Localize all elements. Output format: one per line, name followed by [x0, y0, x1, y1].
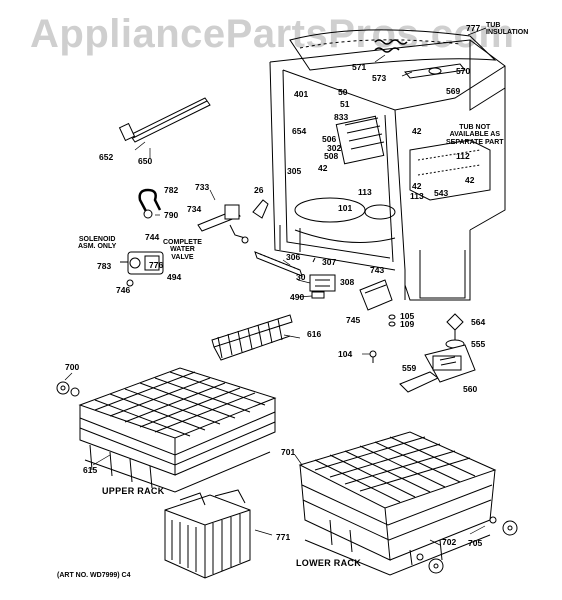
- art-number: (ART NO. WD7999) C4: [57, 572, 131, 579]
- part-label: 112: [456, 151, 470, 161]
- part-label: 506: [322, 134, 337, 144]
- part-label: 745: [346, 315, 361, 325]
- rack-rail: [120, 98, 210, 142]
- drain-pump-parts: [310, 275, 335, 298]
- part-label: 743: [370, 265, 385, 275]
- part-label: 51: [340, 99, 350, 109]
- part-label: 571: [352, 62, 367, 72]
- part-label: 494: [167, 272, 182, 282]
- float-assembly: [446, 314, 464, 348]
- part-label: 105: [400, 311, 415, 321]
- part-label: 790: [164, 210, 179, 220]
- part-label: 30: [296, 272, 306, 282]
- label-upper-rack: UPPER RACK: [102, 486, 165, 496]
- part-label: 700: [65, 362, 80, 372]
- rack-stop-part: [253, 200, 268, 218]
- upper-rack: [80, 368, 275, 492]
- part-label: 508: [324, 151, 339, 161]
- fill-hose: [140, 190, 160, 218]
- part-label: 833: [334, 112, 349, 122]
- part-label: 42: [465, 175, 475, 185]
- note-tub-insulation: TUB INSULATION: [486, 22, 529, 37]
- part-label: 615: [83, 465, 98, 475]
- part-label: 746: [116, 285, 131, 295]
- screw-104: [370, 351, 376, 363]
- part-label: 559: [402, 363, 417, 373]
- part-label: 701: [281, 447, 296, 457]
- float-switch-bracket: [198, 205, 248, 243]
- part-label: 113: [358, 187, 372, 197]
- part-label: 307: [322, 257, 337, 267]
- washer-105: [389, 315, 395, 319]
- part-label: 306: [286, 252, 301, 262]
- motor-and-bracket: [400, 345, 475, 392]
- part-label: 734: [187, 204, 202, 214]
- leader-lines: [65, 28, 486, 545]
- water-valve: [120, 252, 163, 286]
- part-label: 109: [400, 319, 415, 329]
- part-label: 555: [471, 339, 486, 349]
- part-label: 26: [254, 185, 264, 195]
- part-label: 782: [164, 185, 179, 195]
- part-label: 42: [412, 126, 422, 136]
- part-label: 733: [195, 182, 210, 192]
- part-label: 42: [412, 181, 422, 191]
- part-label: 570: [456, 66, 471, 76]
- note-water-valve: COMPLETE WATER VALVE: [163, 239, 202, 261]
- part-label: 654: [292, 126, 307, 136]
- lower-rail: [255, 252, 315, 276]
- part-label: 113: [410, 191, 424, 201]
- part-label: 702: [442, 537, 457, 547]
- part-label: 308: [340, 277, 355, 287]
- part-label: 101: [338, 203, 353, 213]
- part-label: 777: [466, 23, 481, 33]
- silverware-basket: [165, 490, 250, 578]
- part-label: 776: [149, 260, 164, 270]
- note-tub-not-available: TUB NOT AVAILABLE AS SEPARATE PART: [446, 124, 504, 146]
- part-label: 569: [446, 86, 461, 96]
- part-label: 705: [468, 538, 483, 548]
- part-label: 104: [338, 349, 353, 359]
- part-label: 560: [463, 384, 478, 394]
- part-label: 616: [307, 329, 322, 339]
- part-label: 305: [287, 166, 302, 176]
- cup-shelf: [212, 315, 292, 360]
- part-label: 543: [434, 188, 449, 198]
- rack-rollers-lower: [417, 517, 517, 573]
- part-label: 564: [471, 317, 486, 327]
- part-label: 50: [338, 87, 348, 97]
- sump-cover: [360, 280, 392, 310]
- part-label: 490: [290, 292, 305, 302]
- part-label: 42: [318, 163, 328, 173]
- watermark: AppliancePartsPros.com: [30, 12, 515, 56]
- part-label: 783: [97, 261, 112, 271]
- part-label: 573: [372, 73, 387, 83]
- part-label: 744: [145, 232, 160, 242]
- part-label: 302: [327, 143, 342, 153]
- label-lower-rack: LOWER RACK: [296, 558, 361, 568]
- tub-assembly: [270, 30, 505, 300]
- part-label: 401: [294, 89, 309, 99]
- washer-109: [389, 322, 395, 326]
- part-label: 771: [276, 532, 291, 542]
- rack-roller-upper: [57, 382, 79, 396]
- part-label: 652: [99, 152, 114, 162]
- insulation-coil: [375, 40, 407, 52]
- part-label: 650: [138, 156, 153, 166]
- note-solenoid: SOLENOID ASM. ONLY: [78, 236, 117, 251]
- lower-rack: [300, 432, 495, 575]
